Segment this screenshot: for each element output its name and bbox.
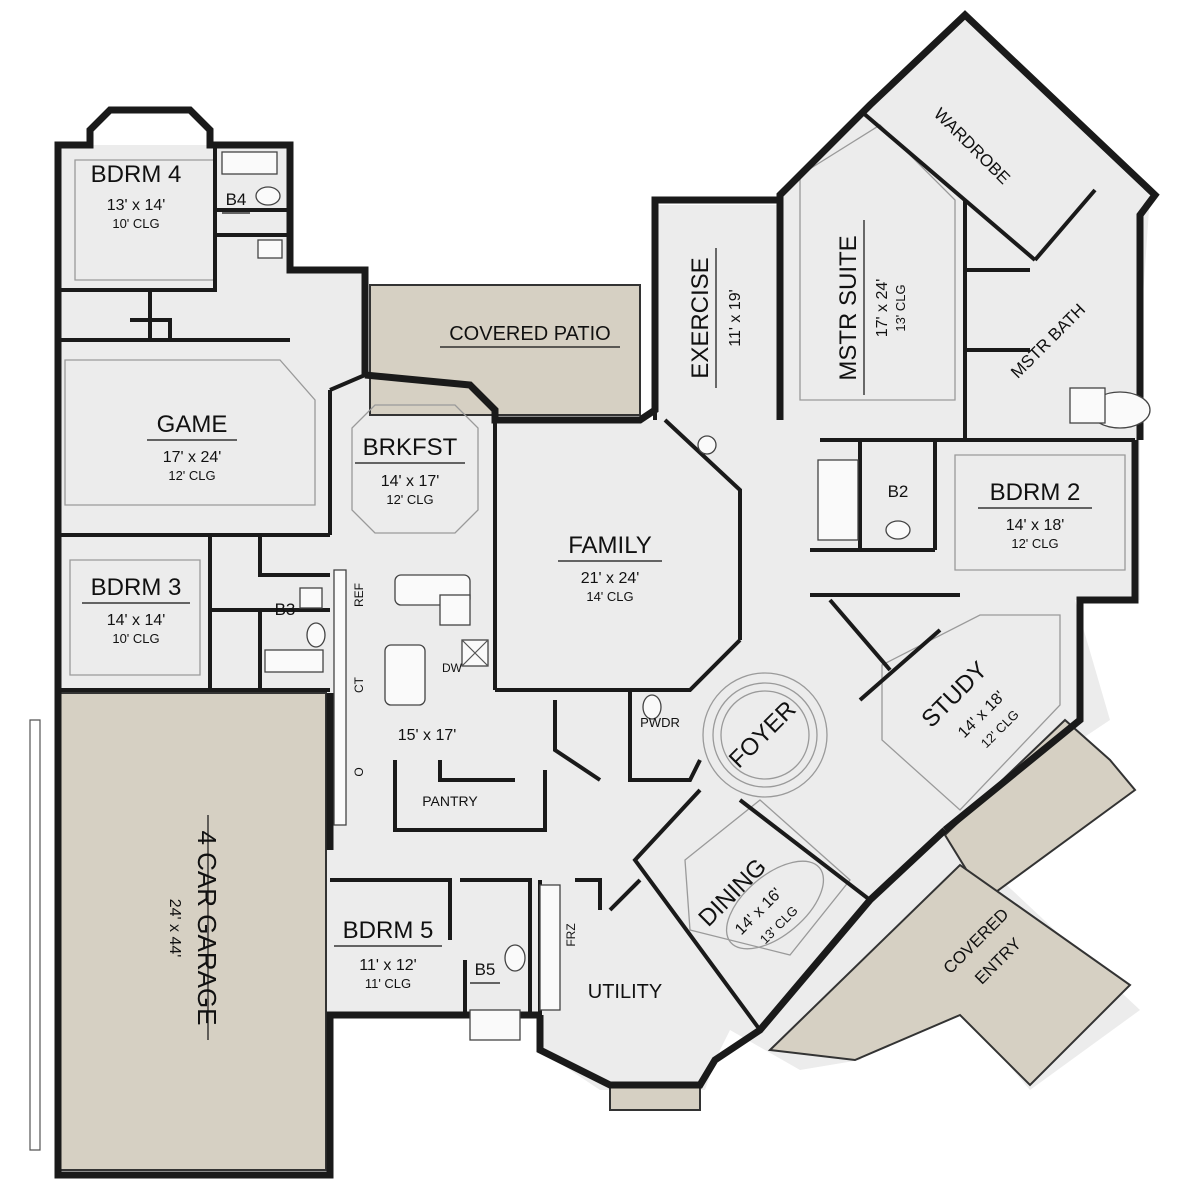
bdrm2-size: 14' x 18': [1006, 517, 1065, 534]
mstr-suite-size: 17' x 24': [874, 279, 891, 338]
bdrm3-name: BDRM 3: [91, 574, 182, 601]
fixtures: [221, 151, 1151, 1041]
ct-label: CT: [352, 676, 366, 693]
interior-walls: [58, 110, 1135, 1032]
brkfst-clg: 12' CLG: [386, 492, 433, 507]
pantry-name: PANTRY: [422, 793, 478, 809]
b2-name: B2: [888, 482, 909, 501]
mstr-suite-name: MSTR SUITE: [835, 235, 862, 380]
game-size: 17' x 24': [163, 449, 222, 466]
exercise-name: EXERCISE: [687, 257, 714, 378]
bdrm5-clg: 11' CLG: [365, 976, 411, 991]
game-name: GAME: [157, 411, 228, 438]
ref-label: REF: [352, 583, 366, 607]
game-clg: 12' CLG: [168, 468, 215, 483]
pwdr-name: PWDR: [640, 715, 680, 730]
bdrm3-size: 14' x 14': [107, 612, 166, 629]
b4-name: B4: [226, 190, 247, 209]
bdrm5-size: 11' x 12': [359, 957, 416, 974]
family-clg: 14' CLG: [586, 589, 633, 604]
garage-size: 24' x 44': [166, 899, 183, 958]
mstr-suite-clg: 13' CLG: [893, 284, 908, 331]
brkfst-size: 14' x 17': [381, 473, 440, 490]
covered-entry-walk: [767, 863, 1132, 1087]
bdrm4-size: 13' x 14': [107, 197, 166, 214]
bdrm2-name: BDRM 2: [990, 479, 1081, 506]
family-name: FAMILY: [568, 532, 652, 559]
dw-label: DW: [442, 661, 463, 675]
bdrm5-name: BDRM 5: [343, 917, 434, 944]
covered-patio-name: COVERED PATIO: [449, 323, 611, 345]
bdrm4-clg: 10' CLG: [112, 216, 159, 231]
o-label: O: [352, 767, 366, 776]
exercise-size: 11' x 19': [727, 289, 744, 346]
brkfst-name: BRKFST: [363, 434, 458, 461]
garage-floor: [57, 692, 327, 1171]
kitchen-size: 15' x 17': [398, 727, 457, 744]
utility-name: UTILITY: [588, 981, 662, 1003]
bdrm2-clg: 12' CLG: [1011, 536, 1058, 551]
front-step: [609, 1084, 701, 1111]
bdrm4-name: BDRM 4: [91, 161, 182, 188]
covered-patio-floor: [369, 284, 641, 416]
exterior-walls: [29, 10, 1160, 1179]
family-size: 21' x 24': [581, 570, 640, 587]
frz-label: FRZ: [564, 923, 578, 946]
bdrm3-clg: 10' CLG: [112, 631, 159, 646]
b5-name: B5: [475, 960, 496, 979]
b3-name: B3: [275, 600, 296, 619]
garage-name: 4 CAR GARAGE: [192, 830, 222, 1025]
